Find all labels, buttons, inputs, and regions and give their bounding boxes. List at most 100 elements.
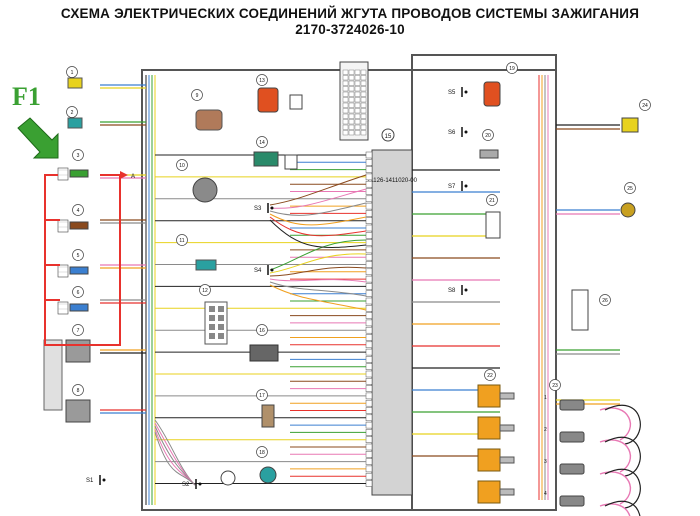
component-badge bbox=[72, 286, 84, 298]
ecu-part-number: 21126-1411020-00 bbox=[367, 178, 417, 184]
connector-cell bbox=[348, 124, 355, 130]
ecu-pin bbox=[365, 451, 373, 458]
connector-cell bbox=[354, 97, 361, 103]
relay-7 bbox=[65, 339, 91, 363]
ground-label: S3 bbox=[254, 206, 262, 212]
ecu-pin bbox=[365, 458, 373, 465]
ecu-pin bbox=[365, 414, 373, 422]
connector-cell bbox=[342, 102, 349, 108]
connector-cell bbox=[342, 86, 349, 92]
ecu-pin bbox=[365, 268, 373, 276]
component-number: 10 bbox=[179, 163, 185, 169]
wire bbox=[269, 239, 367, 271]
ecu-pin bbox=[365, 363, 373, 370]
connector-cell bbox=[342, 124, 349, 130]
component-badge bbox=[176, 159, 188, 171]
ecu-pin bbox=[365, 385, 373, 392]
ground-node bbox=[198, 482, 202, 486]
connector-icon bbox=[284, 154, 298, 170]
ground-label: S5 bbox=[448, 90, 456, 96]
block-12-pin bbox=[209, 306, 215, 312]
ground-symbol-icon bbox=[461, 87, 468, 97]
ecu-number-badge bbox=[381, 128, 395, 142]
sensor-9 bbox=[195, 109, 223, 131]
ground-label: S7 bbox=[448, 184, 456, 190]
ecu-pin bbox=[365, 348, 373, 356]
ecu-pin-strip bbox=[365, 151, 373, 487]
ecu-pin bbox=[365, 297, 373, 305]
fuse bbox=[69, 303, 89, 312]
component-number: 19 bbox=[509, 66, 515, 72]
connector-cell bbox=[348, 86, 355, 92]
component-badge bbox=[66, 66, 78, 78]
component-number: 8 bbox=[77, 388, 80, 394]
title-line-1: СХЕМА ЭЛЕКТРИЧЕСКИХ СОЕДИНЕНИЙ ЖГУТА ПРО… bbox=[60, 6, 640, 21]
ignition-coil bbox=[477, 384, 501, 408]
ecu-pin bbox=[365, 378, 373, 385]
sensor-14 bbox=[253, 151, 279, 167]
component-number: 7 bbox=[77, 328, 80, 334]
connector-cell bbox=[342, 108, 349, 114]
component-badge bbox=[72, 204, 84, 216]
connector-cell bbox=[354, 102, 361, 108]
fuse bbox=[69, 221, 89, 230]
ecu-pin bbox=[365, 429, 373, 436]
connector-cell bbox=[342, 91, 349, 97]
component-number: 22 bbox=[487, 373, 493, 379]
ecu-pin bbox=[365, 224, 373, 232]
ecu-pin bbox=[365, 421, 373, 429]
component-number: 2 bbox=[71, 110, 74, 116]
ecu-pin bbox=[365, 436, 373, 443]
ecu-connector-grid bbox=[342, 69, 367, 136]
connector-cell bbox=[342, 69, 349, 75]
connector-3 bbox=[57, 167, 69, 181]
green-arrow-icon bbox=[17, 117, 59, 159]
component-badge bbox=[486, 194, 498, 206]
connector-cell bbox=[342, 130, 349, 136]
ecu-body bbox=[371, 149, 413, 496]
ecu-pin bbox=[365, 210, 373, 217]
block-12-pin bbox=[218, 315, 224, 321]
component-number: 14 bbox=[259, 140, 265, 146]
wire bbox=[269, 284, 367, 311]
ecu-pin bbox=[365, 239, 373, 246]
connector-cell bbox=[348, 102, 355, 108]
component-badge bbox=[484, 369, 496, 381]
ecu-pin bbox=[365, 370, 373, 378]
connector-cell bbox=[354, 124, 361, 130]
ground-symbol-icon bbox=[99, 475, 106, 485]
component-number: 24 bbox=[642, 103, 648, 109]
ground-symbol-icon bbox=[461, 285, 468, 295]
connector-cell bbox=[348, 119, 355, 125]
cylinder-number: 3 bbox=[544, 459, 547, 465]
component-badge bbox=[72, 324, 84, 336]
component-badge bbox=[256, 136, 268, 148]
connector-cell bbox=[342, 113, 349, 119]
ground-label: S6 bbox=[448, 130, 456, 136]
injector bbox=[559, 399, 585, 411]
ground-node bbox=[270, 206, 274, 210]
ecu-pin bbox=[365, 480, 373, 487]
arrow-label: A bbox=[131, 174, 135, 180]
ignition-coil bbox=[477, 480, 501, 504]
fuse-connector bbox=[57, 301, 69, 315]
ecu-pin bbox=[365, 399, 373, 407]
sensor-20 bbox=[483, 81, 501, 107]
component-badge bbox=[72, 149, 84, 161]
ecu-pin bbox=[365, 290, 373, 297]
ecu-pin bbox=[365, 472, 373, 480]
connector-cell bbox=[354, 130, 361, 136]
connector-cell bbox=[354, 119, 361, 125]
wire bbox=[604, 404, 641, 445]
ground-node bbox=[464, 288, 468, 292]
wire bbox=[269, 202, 367, 216]
connector-cell bbox=[354, 69, 361, 75]
component-badge bbox=[624, 182, 636, 194]
connector-cell bbox=[360, 108, 367, 114]
sensor-18 bbox=[259, 466, 277, 484]
ecu-pin bbox=[365, 407, 373, 414]
coil-boot bbox=[499, 392, 515, 400]
connector-cell bbox=[354, 113, 361, 119]
wire bbox=[599, 503, 631, 516]
component-badge bbox=[256, 74, 268, 86]
